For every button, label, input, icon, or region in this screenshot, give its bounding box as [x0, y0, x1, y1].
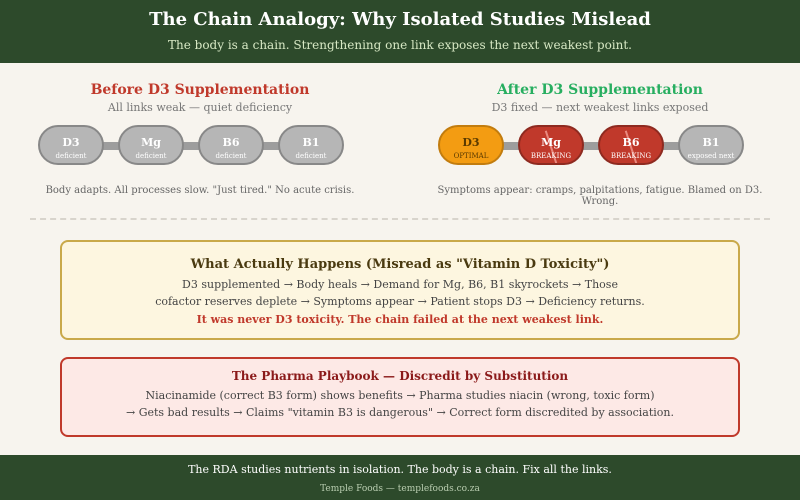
- section-divider: [30, 218, 770, 220]
- link-status: OPTIMAL: [453, 152, 489, 160]
- link-status: BREAKING: [530, 152, 572, 160]
- what-actually-happens-box: What Actually Happens (Misread as "Vitam…: [60, 240, 740, 340]
- after-title: After D3 Supplementation: [497, 82, 703, 98]
- after-subtitle: D3 fixed — next weakest links exposed: [491, 101, 709, 114]
- before-link-b6: B6 deficient: [198, 125, 264, 165]
- before-panel-heading: Before D3 Supplementation All links weak…: [20, 82, 380, 114]
- header-banner: The Chain Analogy: Why Isolated Studies …: [0, 0, 800, 63]
- link-symbol: B1: [302, 136, 320, 149]
- chain-connector: [468, 142, 718, 150]
- box-title: The Pharma Playbook — Discredit by Subst…: [231, 369, 569, 383]
- before-subtitle: All links weak — quiet deficiency: [107, 101, 293, 114]
- box-text-line: cofactor reserves deplete → Symptoms app…: [155, 295, 645, 308]
- page-title: The Chain Analogy: Why Isolated Studies …: [149, 9, 651, 30]
- link-status: deficient: [215, 152, 247, 160]
- page-subtitle: The body is a chain. Strengthening one l…: [167, 38, 632, 52]
- footer-banner: The RDA studies nutrients in isolation. …: [0, 455, 800, 500]
- footer-message: The RDA studies nutrients in isolation. …: [188, 463, 612, 476]
- chain-connector: [68, 142, 318, 150]
- link-status: deficient: [295, 152, 327, 160]
- before-title: Before D3 Supplementation: [90, 82, 310, 98]
- link-symbol: D3: [462, 136, 480, 149]
- link-status: deficient: [55, 152, 87, 160]
- box-title: What Actually Happens (Misread as "Vitam…: [190, 257, 610, 272]
- before-link-d3: D3 deficient: [38, 125, 104, 165]
- footer-credit: Temple Foods — templefoods.co.za: [320, 484, 480, 494]
- link-symbol: B6: [622, 136, 640, 149]
- after-panel-heading: After D3 Supplementation D3 fixed — next…: [420, 82, 780, 114]
- after-link-b1: B1 exposed next: [678, 125, 744, 165]
- link-status: deficient: [135, 152, 167, 160]
- box-text-line: Niacinamide (correct B3 form) shows bene…: [145, 389, 655, 402]
- box-conclusion: It was never D3 toxicity. The chain fail…: [196, 313, 604, 326]
- after-link-b6: B6 BREAKING: [598, 125, 664, 165]
- before-link-mg: Mg deficient: [118, 125, 184, 165]
- after-chain: D3 OPTIMAL Mg BREAKING B6 BREAKING B1 ex…: [438, 125, 748, 167]
- link-status: exposed next: [687, 152, 735, 160]
- before-caption: Body adapts. All processes slow. "Just t…: [45, 185, 355, 196]
- pharma-playbook-box: The Pharma Playbook — Discredit by Subst…: [60, 357, 740, 437]
- link-symbol: D3: [62, 136, 80, 149]
- after-link-d3: D3 OPTIMAL: [438, 125, 504, 165]
- link-status: BREAKING: [610, 152, 652, 160]
- box-text-line: → Gets bad results → Claims "vitamin B3 …: [125, 406, 675, 419]
- before-link-b1: B1 deficient: [278, 125, 344, 165]
- box-text-line: D3 supplemented → Body heals → Demand fo…: [182, 278, 618, 291]
- before-chain: D3 deficient Mg deficient B6 deficient B…: [38, 125, 348, 167]
- after-caption: Symptoms appear: cramps, palpitations, f…: [437, 185, 763, 207]
- link-symbol: Mg: [541, 136, 561, 149]
- link-symbol: Mg: [141, 136, 161, 149]
- link-symbol: B1: [702, 136, 720, 149]
- link-symbol: B6: [222, 136, 240, 149]
- after-link-mg: Mg BREAKING: [518, 125, 584, 165]
